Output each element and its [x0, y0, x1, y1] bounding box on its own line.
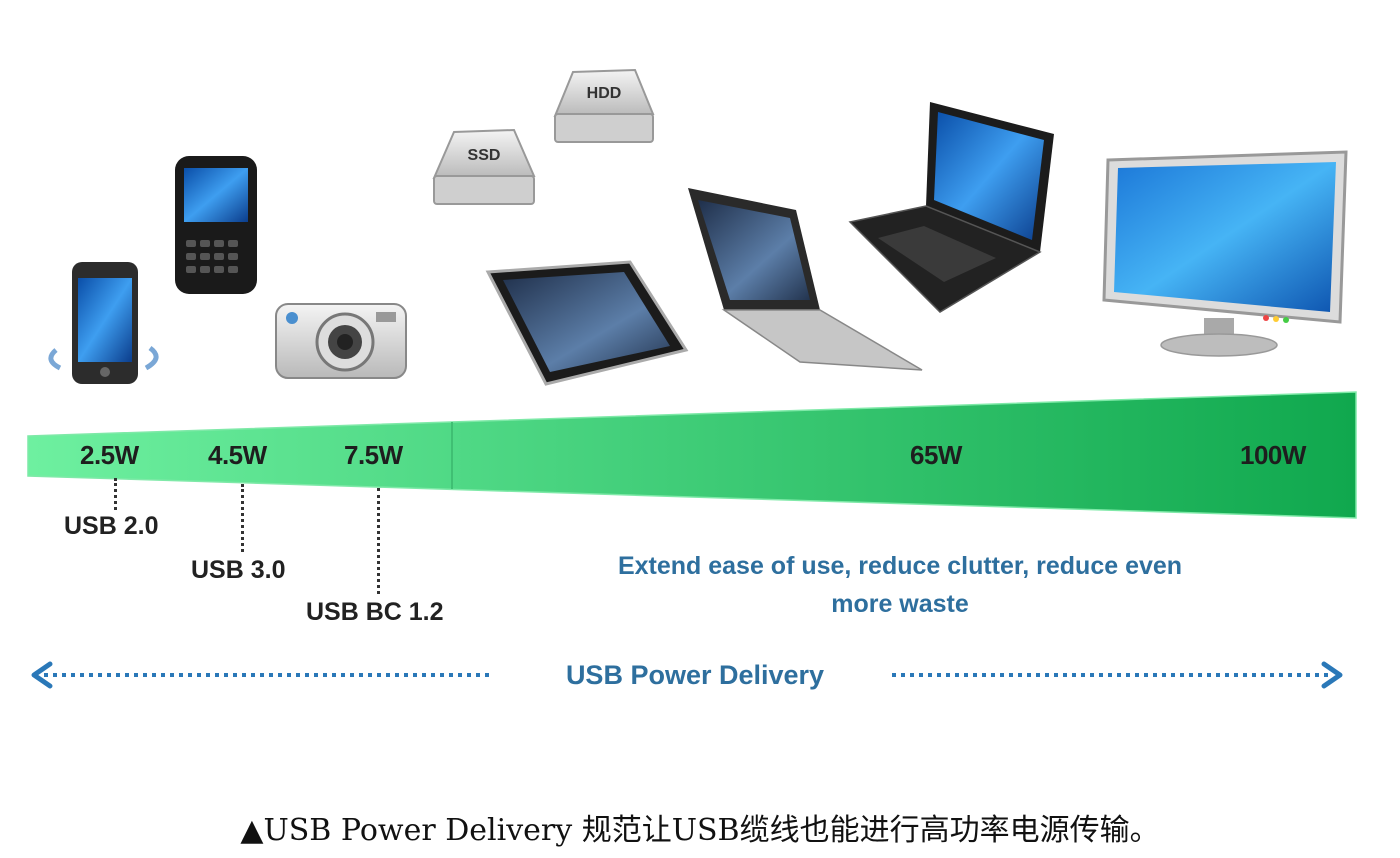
usb-3-0-connector [241, 484, 244, 552]
extend-caption-line1: Extend ease of use, reduce clutter, redu… [617, 552, 1183, 580]
tablet-icon [485, 260, 689, 386]
power-level-65w: 65W [910, 440, 962, 470]
camera-icon [275, 303, 407, 379]
ultrabook-icon [688, 188, 923, 371]
monitor-icon [1102, 150, 1348, 357]
power-level-100w: 100W [1240, 440, 1306, 470]
extend-caption-line2: more waste [831, 590, 969, 618]
usb-power-delivery-label: USB Power Delivery [565, 660, 825, 690]
ssd-drive-icon: SSD [432, 128, 536, 205]
device-illustrations: SSD HDD [48, 68, 1348, 386]
usb-2-0-label: USB 2.0 [64, 512, 159, 540]
pd-range-arrows [31, 661, 1343, 689]
usb-bc-1-2-label: USB BC 1.2 [306, 598, 444, 626]
left-arrow-icon [31, 661, 492, 689]
blackberry-phone-icon [175, 156, 257, 294]
usb-2-0-connector [114, 478, 117, 510]
power-level-7-5w: 7.5W [344, 440, 403, 470]
power-range-wedge [27, 391, 1357, 519]
laptop-icon [848, 102, 1054, 313]
hdd-label: HDD [587, 85, 622, 102]
usb-bc-1-2-connector [377, 488, 380, 594]
figure-caption: ▲USB Power Delivery 规范让USB缆线也能进行高功率电源传输。 [240, 813, 1160, 848]
right-arrow-icon [892, 661, 1343, 689]
ssd-label: SSD [468, 147, 501, 164]
power-level-4-5w: 4.5W [208, 440, 267, 470]
smartphone-icon [48, 262, 159, 384]
hdd-drive-icon: HDD [553, 68, 655, 143]
power-level-2-5w: 2.5W [80, 440, 139, 470]
usb-3-0-label: USB 3.0 [191, 556, 286, 584]
